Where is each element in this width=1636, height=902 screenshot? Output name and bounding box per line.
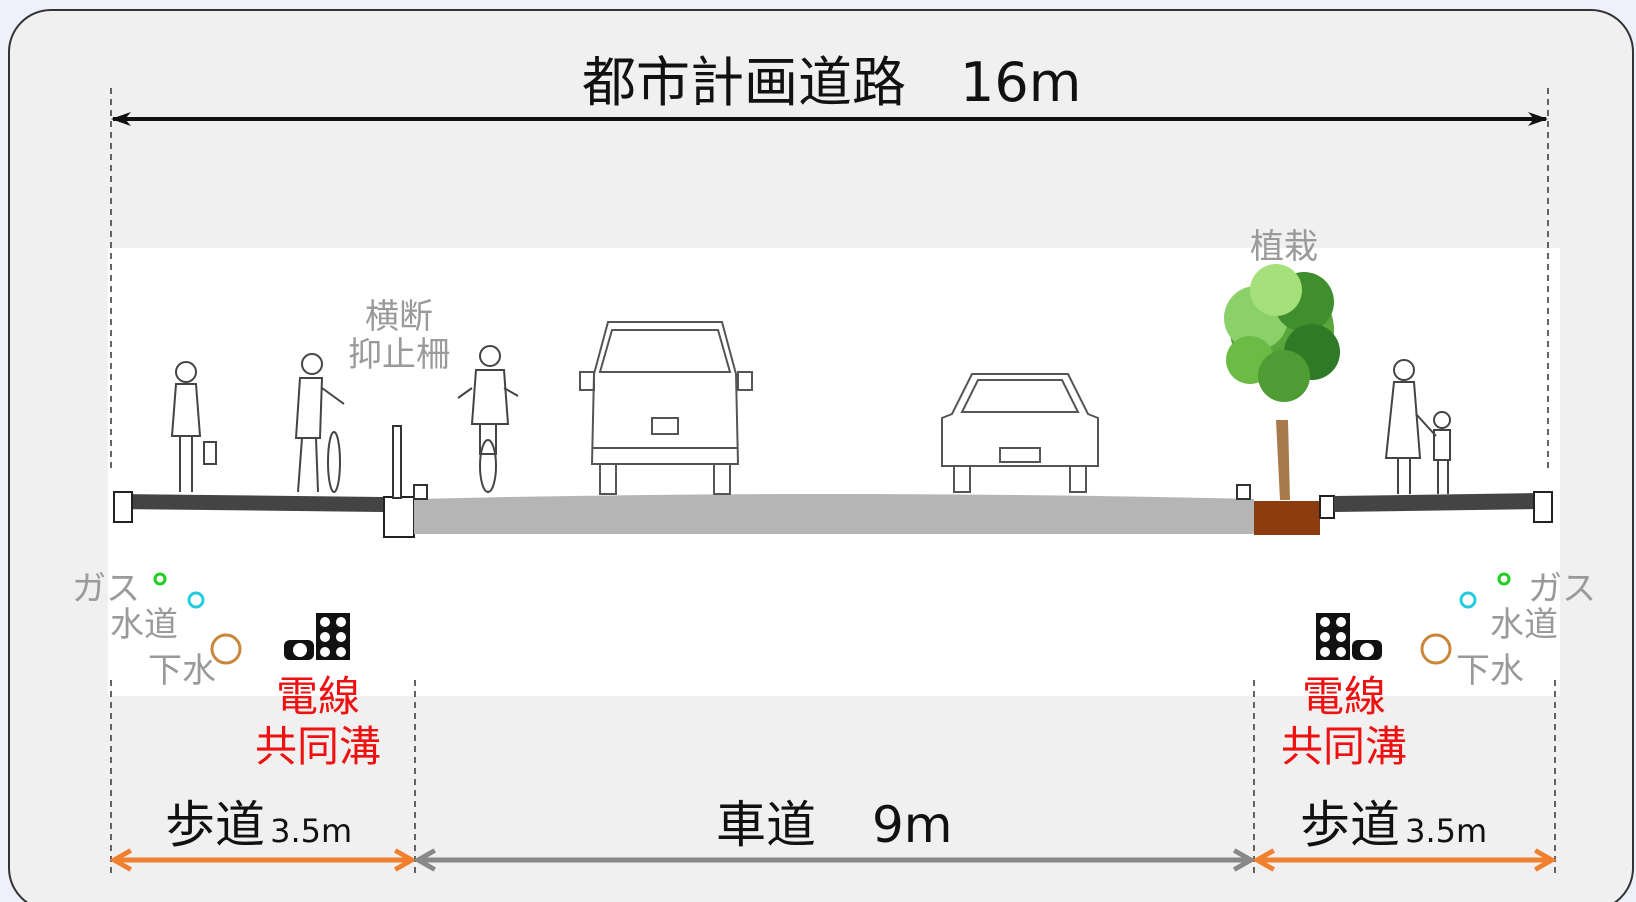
mother-and-child <box>1384 359 1451 494</box>
conduit-right <box>1316 613 1382 660</box>
water-label-left: 水道 <box>110 605 178 645</box>
sewer-label-left: 下水 <box>148 651 216 691</box>
right-sidewalk-end <box>1533 491 1553 523</box>
conduit-left <box>284 613 350 660</box>
road-stud-right <box>1236 484 1251 500</box>
right-sidewalk-surface <box>1334 493 1540 512</box>
tree <box>1224 264 1340 500</box>
road-stud-left <box>413 484 428 500</box>
sewer-pipe-right <box>1420 633 1452 665</box>
left-curb <box>383 496 415 538</box>
utilities-right <box>1420 572 1511 665</box>
left-sidewalk-label: 歩道 3.5m <box>165 796 353 854</box>
right-curb <box>1319 495 1335 519</box>
left-sidewalk-width: 3.5m <box>270 812 353 850</box>
left-sidewalk-end <box>113 491 133 523</box>
gas-label-left: ガス <box>72 569 140 609</box>
gas-pipe-right <box>1497 572 1511 586</box>
conduit-label-left: 電線 共同溝 <box>255 672 382 772</box>
cyclist <box>457 345 519 493</box>
planting-strip <box>1254 501 1320 535</box>
sewer-label-right: 下水 <box>1456 651 1524 691</box>
pedestrian-left <box>170 361 217 492</box>
van <box>579 321 753 495</box>
road-total-width: 16m <box>960 51 1082 114</box>
right-sidewalk-label: 歩道 3.5m <box>1300 796 1488 854</box>
left-sidewalk-surface <box>116 494 384 512</box>
dimension-guides <box>110 88 1556 878</box>
utilities-left <box>153 572 242 665</box>
water-pipe-left <box>187 591 205 609</box>
gas-pipe-left <box>153 572 167 586</box>
water-label-right: 水道 <box>1490 605 1558 645</box>
sedan <box>941 373 1099 493</box>
roadway-surface <box>414 494 1254 534</box>
fence-post <box>392 425 402 499</box>
water-pipe-right <box>1459 591 1477 609</box>
gas-label-right: ガス <box>1528 569 1596 609</box>
fence-label: 横断 抑止柵 <box>348 297 450 376</box>
sewer-pipe-left <box>210 633 242 665</box>
roadway-width: 9m <box>872 796 953 854</box>
conduit-label-right: 電線 共同溝 <box>1281 672 1408 772</box>
planting-label: 植栽 <box>1250 227 1318 267</box>
man-with-bicycle <box>294 353 345 493</box>
right-sidewalk-width: 3.5m <box>1405 812 1488 850</box>
